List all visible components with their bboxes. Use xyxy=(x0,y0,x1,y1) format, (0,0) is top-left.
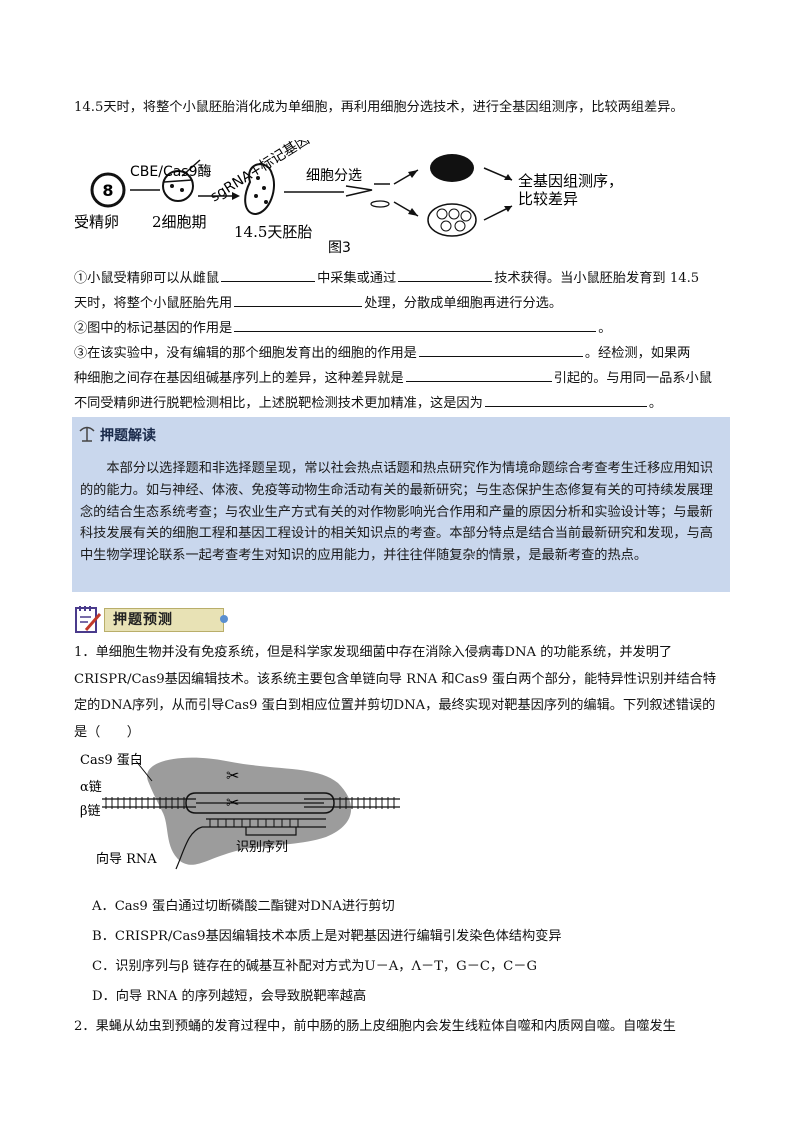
option-b[interactable]: B．CRISPR/Cas9基因编辑技术本质上是对靶基因进行编辑引发染色体结构变异 xyxy=(92,929,562,944)
cas9-figure: ✂ ✂ Cas9 蛋白 α链 β链 向导 RNA 识别序列 xyxy=(80,752,400,870)
recognition-seq-label: 识别序列 xyxy=(236,840,288,855)
svg-text:8: 8 xyxy=(102,181,113,200)
question-line-1: ①小鼠受精卵可以从雌鼠 中采集或通过 技术获得。当小鼠胚胎发育到 14.5 xyxy=(74,268,699,288)
cas9-label: Cas9 蛋白 xyxy=(80,752,143,768)
embryo-drawing xyxy=(244,163,275,216)
q1-text-d: 天时，将整个小鼠胚胎先用 xyxy=(74,296,233,311)
q1-text-e: 处理，分散成单细胞再进行分选。 xyxy=(364,296,563,311)
embryo-label: 14.5天胚胎 xyxy=(234,223,312,241)
analysis-body: 本部分以选择题和非选择题呈现，常以社会热点话题和热点研究作为情境命题综合考查考生… xyxy=(80,461,714,564)
decorative-dot xyxy=(220,615,228,623)
question-line-2: 天时，将整个小鼠胚胎先用 处理，分散成单细胞再进行分选。 xyxy=(74,293,562,313)
q3-text-a: ③在该实验中，没有编辑的那个细胞发育出的细胞的作用是 xyxy=(74,346,417,361)
guide-rna-label: 向导 RNA xyxy=(96,851,157,867)
unedited-cells-cluster xyxy=(427,203,477,237)
beta-strand-label: β链 xyxy=(80,804,101,819)
egg-label: 受精卵 xyxy=(74,213,119,231)
question-line-4: ③在该实验中，没有编辑的那个细胞发育出的细胞的作用是 。经检测，如果两 xyxy=(74,343,690,363)
predict-heading: 押题预测 xyxy=(104,608,224,632)
result-label-2: 比较差异 xyxy=(518,190,578,208)
edited-cells-cluster xyxy=(430,154,474,182)
q1-text-b: 中采集或通过 xyxy=(317,271,397,286)
q3-text-f: 。 xyxy=(648,396,662,411)
two-cell-label: 2细胞期 xyxy=(152,213,207,231)
q1-text-c: 技术获得。当小鼠胚胎发育到 14.5 xyxy=(494,271,700,286)
cell-sort-label: 细胞分选 xyxy=(306,168,362,184)
option-a[interactable]: A．Cas9 蛋白通过切断磷酸二酯键对DNA进行剪切 xyxy=(92,899,395,914)
answer-blank[interactable] xyxy=(405,368,552,382)
result-label-1: 全基因组测序， xyxy=(518,172,623,190)
fertilized-egg: 8 xyxy=(90,172,126,208)
question-2-stem: 2．果蝇从幼虫到预蛹的发育过程中，前中肠的肠上皮细胞内会发生线粒体自噬和内质网自… xyxy=(74,1019,676,1034)
figure-3: 8 受精卵 CBE/Cas9酶 2细胞期 sgRNA+标记基因 14.5天胚胎 … xyxy=(74,140,623,256)
question-1-stem: 1．单细胞生物并没有免疫系统，但是科学家发现细菌中存在消除入侵病毒DNA 的功能… xyxy=(74,645,717,740)
notepad-pencil-icon xyxy=(75,606,102,633)
q3-text-c: 种细胞之间存在基因组碱基序列上的差异，这种差异就是 xyxy=(74,371,404,386)
analysis-heading: 押题解读 xyxy=(100,428,156,444)
analysis-box: 押题解读 本部分以选择题和非选择题呈现，常以社会热点话题和热点研究作为情境命题综… xyxy=(72,417,730,592)
question-line-3: ②图中的标记基因的作用是 。 xyxy=(74,318,611,338)
q3-text-e: 不同受精卵进行脱靶检测相比，上述脱靶检测技术更加精准，这是因为 xyxy=(74,396,483,411)
figure-caption: 图3 xyxy=(328,240,351,256)
answer-blank[interactable] xyxy=(221,268,316,282)
lamp-icon xyxy=(79,426,95,442)
question-line-5: 种细胞之间存在基因组碱基序列上的差异，这种差异就是 引起的。与用同一品系小鼠 xyxy=(74,368,712,388)
q3-text-d: 引起的。与用同一品系小鼠 xyxy=(553,371,712,386)
q1-text-a: ①小鼠受精卵可以从雌鼠 xyxy=(74,271,220,286)
answer-blank[interactable] xyxy=(418,343,583,357)
answer-blank[interactable] xyxy=(484,393,647,407)
alpha-strand-label: α链 xyxy=(80,780,102,795)
two-cell-stage xyxy=(162,159,201,202)
intro-line: 14.5天时，将整个小鼠胚胎消化成为单细胞，再利用细胞分选技术，进行全基因组测序… xyxy=(74,100,684,115)
answer-blank[interactable] xyxy=(234,318,597,332)
q2-text-b: 。 xyxy=(598,321,612,336)
sorting-device-icon xyxy=(345,183,390,208)
scissors-icon: ✂ xyxy=(226,766,239,785)
cbe-label: CBE/Cas9酶 xyxy=(130,164,212,180)
q2-text-a: ②图中的标记基因的作用是 xyxy=(74,321,233,336)
q3-text-b: 。经检测，如果两 xyxy=(584,346,691,361)
question-line-6: 不同受精卵进行脱靶检测相比，上述脱靶检测技术更加精准，这是因为 。 xyxy=(74,393,662,413)
scissors-icon: ✂ xyxy=(226,793,239,812)
answer-blank[interactable] xyxy=(398,268,493,282)
answer-blank[interactable] xyxy=(234,293,363,307)
option-c[interactable]: C．识别序列与β 链存在的碱基互补配对方式为U－A，Λ－T，G－C，C－G xyxy=(92,959,537,974)
option-d[interactable]: D．向导 RNA 的序列越短，会导致脱靶率越高 xyxy=(92,989,367,1004)
